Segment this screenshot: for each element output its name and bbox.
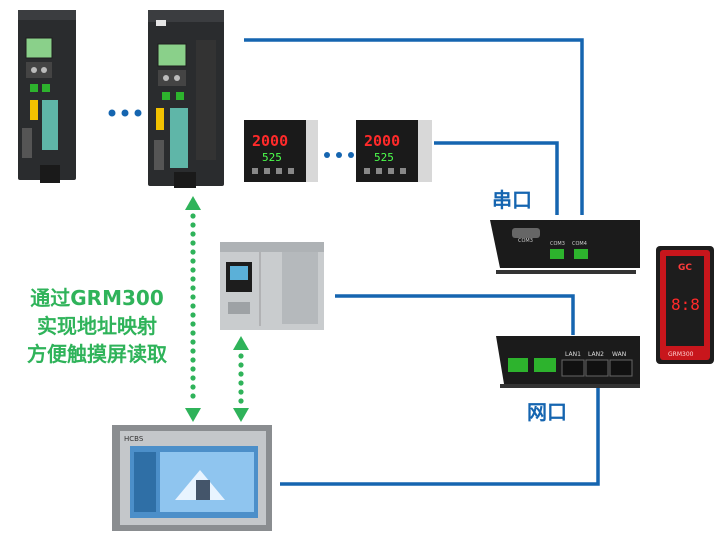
arrow-dot [190, 240, 196, 246]
caption-line-2: 实现地址映射 [37, 314, 157, 338]
arrow-dot [190, 348, 196, 354]
hmi-touchscreen: HCBS [112, 425, 272, 531]
serial-com3-label: COM3 [518, 238, 533, 244]
serial-com3b-label: COM3 [550, 241, 565, 247]
temperature-controller-2: 2000 525 [356, 120, 432, 182]
temperature-controller-1: 2000 525 [244, 120, 318, 182]
arrow-dot [190, 384, 196, 390]
arrow-dot [190, 213, 196, 219]
grm300-module: GC 8:8 GRM300 [656, 246, 714, 364]
serial-port-label: 串口 [492, 188, 532, 212]
arrow-dot [190, 375, 196, 381]
wan-label: WAN [612, 351, 626, 358]
arrow-dot [190, 330, 196, 336]
arrow-dot [190, 267, 196, 273]
lan2-label: LAN2 [588, 351, 604, 358]
arrow-dot [190, 249, 196, 255]
arrow-dot [238, 398, 244, 404]
ellipsis-dots-tempctl [324, 152, 354, 158]
hmi-brand: HCBS [124, 435, 144, 443]
caption-line-3: 方便触摸屏读取 [27, 342, 167, 366]
network-port-label: 网口 [527, 400, 567, 424]
arrow-dot [190, 312, 196, 318]
arrow-dot [238, 353, 244, 359]
grm-display: 8:8 [671, 295, 700, 314]
tempctl2-pv: 2000 [364, 132, 400, 150]
arrow-dot [190, 339, 196, 345]
arrow-dot [190, 357, 196, 363]
line-hmi-to-network [280, 388, 600, 486]
connection-lines [244, 38, 600, 486]
tempctl1-sv: 525 [262, 151, 282, 164]
arrow-dot [190, 285, 196, 291]
caption-text: 通过GRM300 实现地址映射 方便触摸屏读取 [12, 284, 182, 368]
arrow-dot [190, 294, 196, 300]
inverter-drive-2 [148, 10, 224, 188]
tempctl2-sv: 525 [374, 151, 394, 164]
network-gateway-device: LAN1 LAN2 WAN [496, 336, 640, 388]
grm-logo: GC [678, 263, 692, 273]
ellipsis-dots-inverters [108, 109, 142, 117]
lan1-label: LAN1 [565, 351, 581, 358]
arrow-dot [190, 366, 196, 372]
line-tempctl-to-serial [434, 141, 559, 215]
tempctl1-pv: 2000 [252, 132, 288, 150]
arrow-dot [190, 231, 196, 237]
arrow-dot [190, 222, 196, 228]
arrow-dot [238, 389, 244, 395]
green-arrow-right [233, 336, 249, 422]
arrow-dot [238, 371, 244, 377]
arrow-dot [190, 276, 196, 282]
arrow-dot [190, 258, 196, 264]
line-inverter-to-serial [244, 38, 584, 215]
grm-brand: GRM300 [668, 351, 694, 358]
serial-gateway-device: COM3 COM3 COM4 [490, 220, 640, 274]
arrow-dot [190, 321, 196, 327]
arrow-dot [238, 362, 244, 368]
line-plc-to-network [335, 294, 575, 335]
inverter-drive-1 [18, 10, 76, 183]
caption-line-1: 通过GRM300 [30, 286, 164, 310]
arrow-dot [190, 303, 196, 309]
arrow-dot [238, 380, 244, 386]
arrow-dot [190, 393, 196, 399]
serial-com4-label: COM4 [572, 241, 587, 247]
green-arrow-left [185, 196, 201, 422]
plc-controller [220, 242, 324, 330]
